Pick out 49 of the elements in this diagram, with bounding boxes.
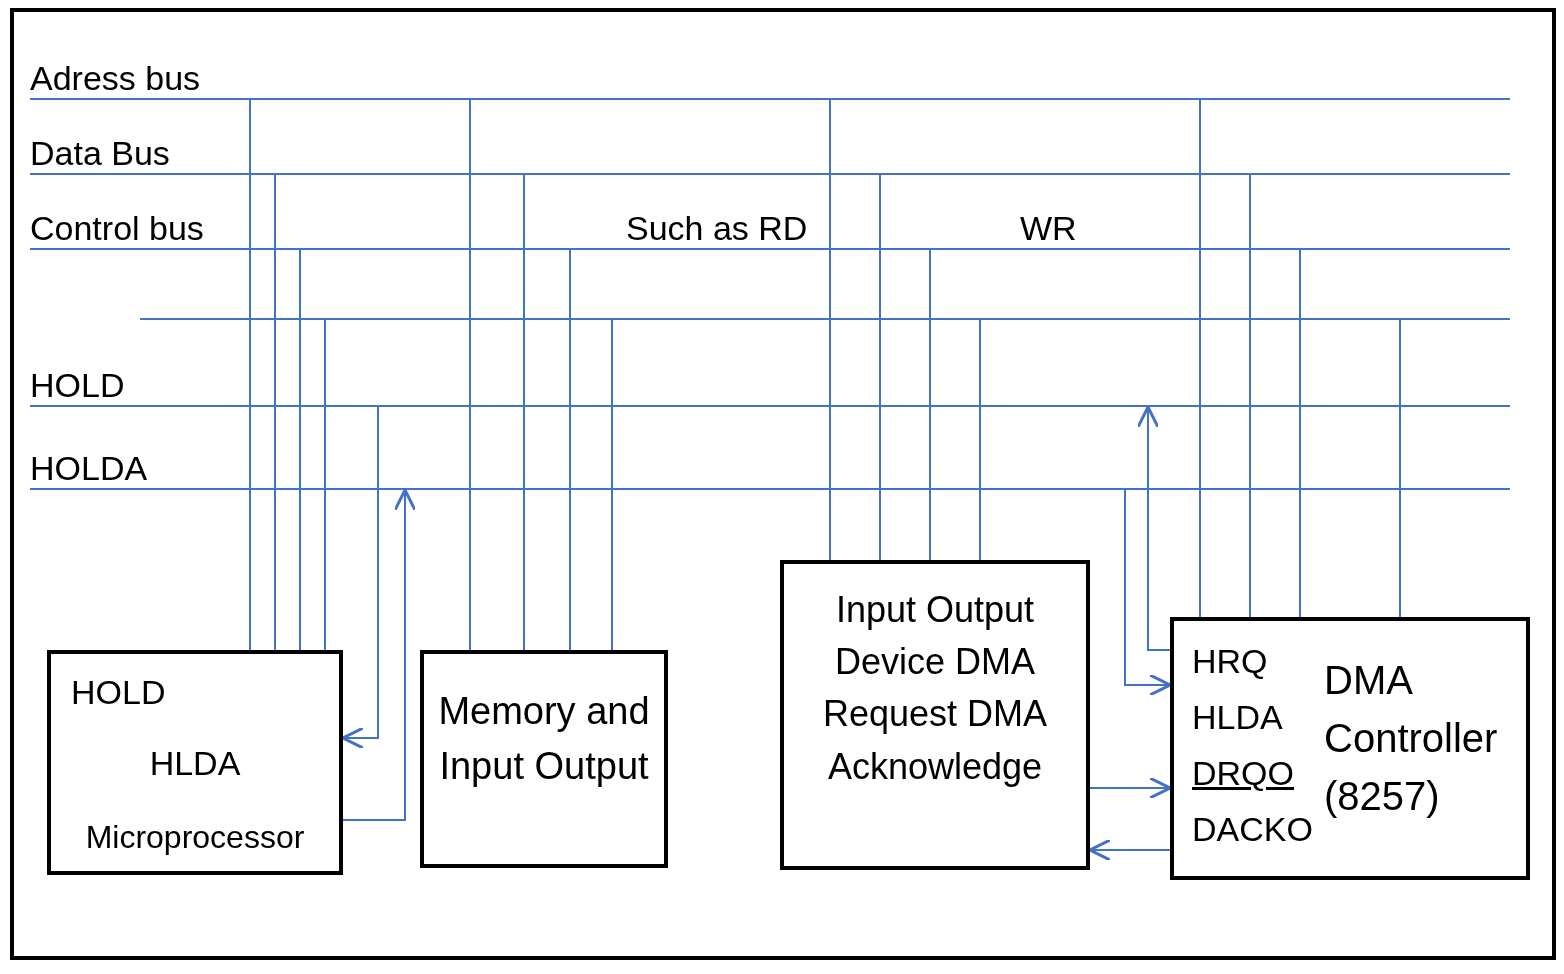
connector-line: [1399, 319, 1401, 618]
connector-line: [249, 99, 251, 651]
bus-label: Such as RD: [626, 210, 808, 246]
pin-label: DRQO: [1192, 753, 1295, 794]
block-label: Input Output Device DMA Request DMA Acknowledge: [821, 588, 1049, 789]
arrow: [341, 406, 379, 750]
bus-label: WR: [1020, 210, 1077, 246]
bus-label: Data Bus: [30, 135, 170, 171]
arrow: [342, 488, 417, 821]
bus-label: HOLD: [30, 367, 125, 403]
bus-label: HOLDA: [30, 450, 148, 486]
block-box: [420, 650, 668, 868]
bus-line: [30, 405, 1510, 407]
connector-line: [1199, 99, 1201, 618]
bus-line: [140, 318, 1510, 320]
connector-line: [569, 249, 571, 651]
arrow: [1136, 405, 1171, 651]
bus-line: [30, 173, 1510, 175]
arrow: [1124, 489, 1172, 697]
bus-line: [30, 248, 1510, 250]
connector-line: [929, 249, 931, 561]
pin-label: HOLD: [71, 672, 167, 713]
arrow: [1088, 838, 1171, 862]
connector-line: [274, 174, 276, 651]
bus-label: Adress bus: [30, 60, 201, 96]
connector-line: [611, 319, 613, 651]
connector-line: [1249, 174, 1251, 618]
connector-line: [979, 319, 981, 561]
block-box: [780, 560, 1090, 870]
connector-line: [469, 99, 471, 651]
arrow: [1089, 776, 1172, 800]
pin-label: HLDA: [148, 743, 242, 784]
bus-line: [30, 488, 1510, 490]
connector-line: [324, 319, 326, 651]
pin-label: DACKO: [1192, 809, 1314, 850]
block-box: [1170, 617, 1530, 880]
connector-line: [299, 249, 301, 651]
pin-label: HLDA: [1192, 697, 1284, 738]
block-label: DMA Controller (8257): [1324, 657, 1499, 820]
connector-line: [1299, 249, 1301, 618]
bus-label: Control bus: [30, 210, 204, 246]
block-label: Microprocessor: [84, 818, 306, 857]
connector-line: [523, 174, 525, 651]
block-box: [47, 650, 343, 875]
bus-line: [30, 98, 1510, 100]
connector-line: [879, 174, 881, 561]
block-label: Memory and Input Output: [437, 689, 651, 790]
pin-label: HRQ: [1192, 641, 1269, 682]
connector-line: [829, 99, 831, 561]
